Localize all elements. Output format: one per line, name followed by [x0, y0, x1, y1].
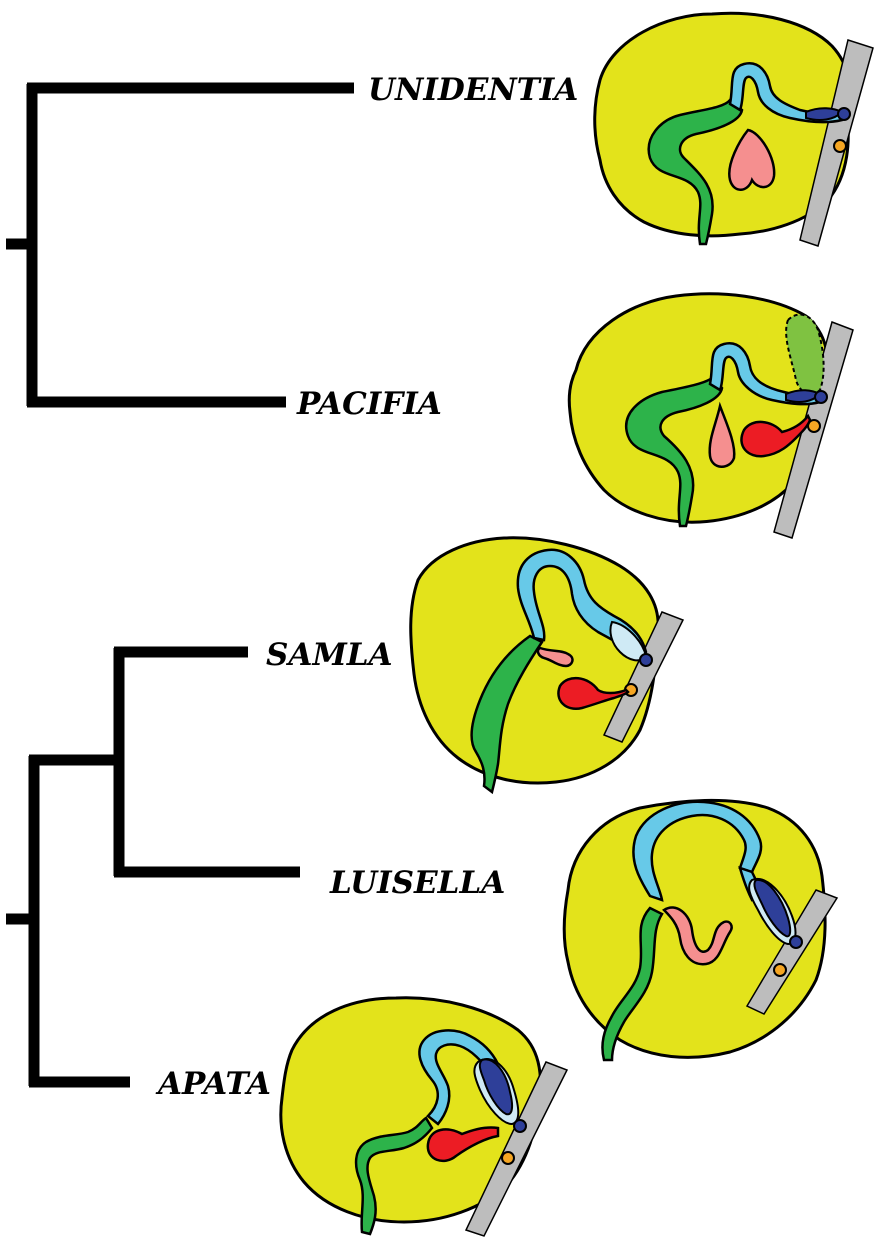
- illustration-pacifia: [569, 294, 853, 538]
- label-unidentia: UNIDENTIA: [368, 72, 578, 108]
- cladogram-top: [6, 84, 354, 406]
- genital-pore: [815, 391, 827, 403]
- orange-pore: [774, 964, 786, 976]
- illustration-apata: [281, 998, 567, 1236]
- illustration-luisella: [564, 800, 837, 1060]
- genital-pore: [790, 936, 802, 948]
- label-pacifia: PACIFIA: [296, 386, 442, 422]
- illustration-unidentia: [595, 13, 873, 246]
- label-luisella: LUISELLA: [329, 865, 505, 901]
- illustration-samla: [411, 538, 683, 792]
- genital-pore: [514, 1120, 526, 1132]
- label-samla: SAMLA: [266, 637, 393, 673]
- orange-pore: [834, 140, 846, 152]
- label-apata: APATA: [155, 1066, 271, 1102]
- cladogram-bottom: [6, 648, 300, 1086]
- orange-pore: [502, 1152, 514, 1164]
- genital-pore: [838, 108, 850, 120]
- genital-pore: [640, 654, 652, 666]
